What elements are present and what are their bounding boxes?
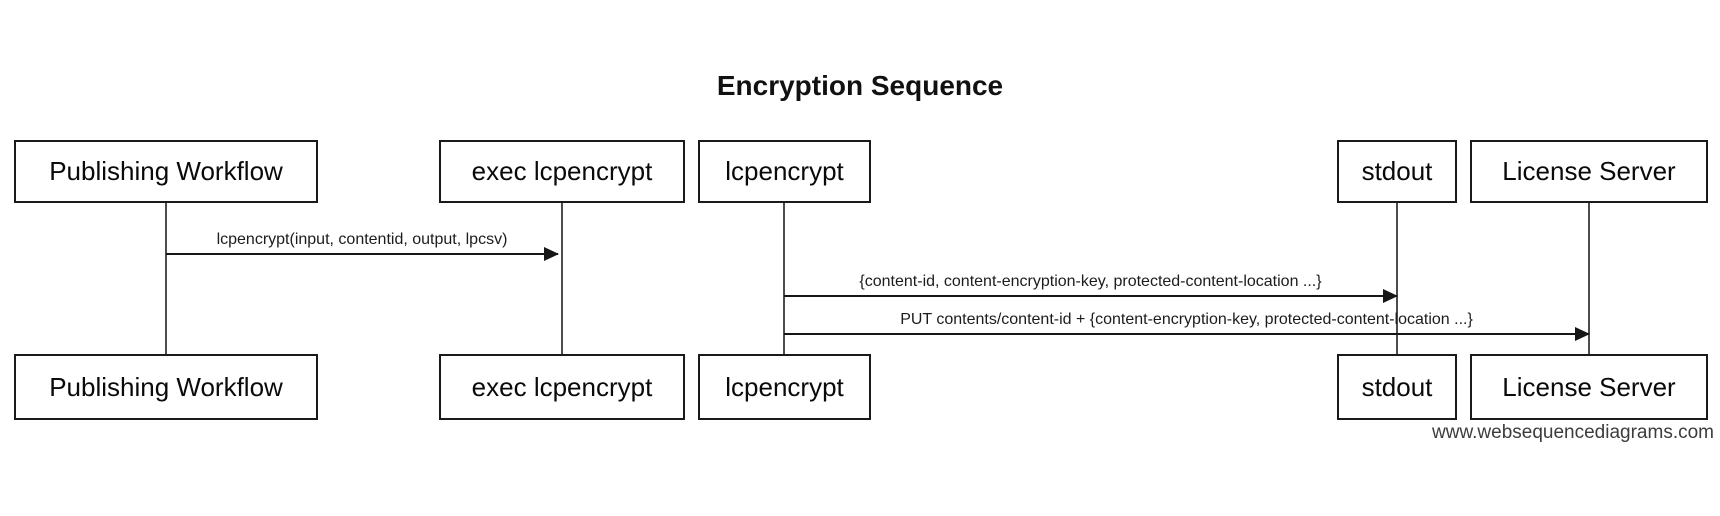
actor-label: License Server bbox=[1502, 371, 1676, 402]
actor-bottom-exec-lcpencrypt: exec lcpencrypt bbox=[439, 354, 685, 420]
actor-bottom-lcpencrypt: lcpencrypt bbox=[698, 354, 871, 420]
arrowhead-right-icon bbox=[544, 247, 559, 261]
lifeline-publishing-workflow bbox=[165, 203, 167, 354]
actor-bottom-stdout: stdout bbox=[1337, 354, 1457, 420]
actor-label: stdout bbox=[1361, 371, 1433, 402]
lifeline-license-server bbox=[1588, 203, 1590, 354]
lifeline-exec-lcpencrypt bbox=[561, 203, 563, 354]
message-label: lcpencrypt(input, contentid, output, lpc… bbox=[216, 231, 508, 248]
actor-top-publishing-workflow: Publishing Workflow bbox=[14, 140, 318, 203]
actor-label: Publishing Workflow bbox=[49, 371, 283, 402]
actor-label: License Server bbox=[1502, 156, 1676, 186]
websequencediagrams-watermark: www.websequencediagrams.com bbox=[1432, 422, 1714, 443]
actor-label: lcpencrypt bbox=[725, 371, 844, 402]
actor-label: Publishing Workflow bbox=[49, 156, 283, 186]
lifeline-lcpencrypt bbox=[783, 203, 785, 354]
message-put-contents: PUT contents/content-id + {content-encry… bbox=[784, 310, 1590, 341]
actor-top-exec-lcpencrypt: exec lcpencrypt bbox=[439, 140, 685, 203]
actor-label: lcpencrypt bbox=[725, 156, 844, 186]
actor-label: exec lcpencrypt bbox=[471, 156, 653, 186]
actor-top-stdout: stdout bbox=[1337, 140, 1457, 203]
message-arrow-line bbox=[166, 247, 559, 261]
message-lcpencrypt-call: lcpencrypt(input, contentid, output, lpc… bbox=[166, 230, 559, 261]
arrowhead-right-icon bbox=[1383, 289, 1398, 303]
lifeline-stdout bbox=[1396, 203, 1398, 354]
diagram-title: Encryption Sequence bbox=[716, 70, 1004, 101]
actor-top-license-server: License Server bbox=[1470, 140, 1708, 203]
message-arrow-line bbox=[784, 289, 1398, 303]
message-stdout-output: {content-id, content-encryption-key, pro… bbox=[784, 272, 1398, 303]
message-label: PUT contents/content-id + {content-encry… bbox=[900, 311, 1473, 328]
actor-label: stdout bbox=[1361, 156, 1433, 186]
actor-bottom-publishing-workflow: Publishing Workflow bbox=[14, 354, 318, 420]
message-arrow-line bbox=[784, 327, 1590, 341]
actor-top-lcpencrypt: lcpencrypt bbox=[698, 140, 871, 203]
message-label: {content-id, content-encryption-key, pro… bbox=[859, 273, 1322, 290]
arrowhead-right-icon bbox=[1575, 327, 1590, 341]
actor-label: exec lcpencrypt bbox=[471, 371, 653, 402]
actor-bottom-license-server: License Server bbox=[1470, 354, 1708, 420]
